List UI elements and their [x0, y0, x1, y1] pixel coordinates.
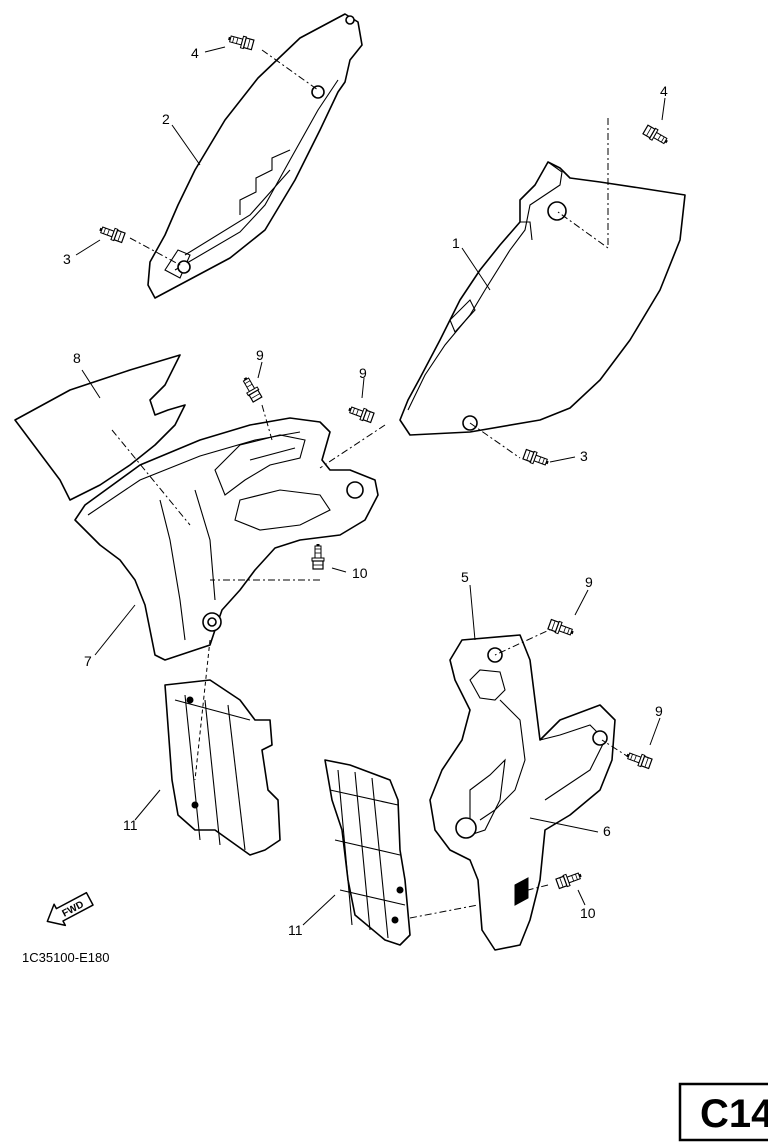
callout-11-left: 11 [123, 817, 138, 833]
bolt-4-right [640, 122, 672, 149]
bolt-9-d [623, 748, 654, 771]
shroud-left [74, 417, 379, 661]
callout-10-right: 10 [580, 905, 596, 921]
callout-1: 1 [452, 235, 460, 251]
diagram-code: 1C35100-E180 [22, 950, 109, 965]
callout-4-left: 4 [191, 45, 199, 61]
callout-2: 2 [162, 111, 170, 127]
callout-9-c: 9 [585, 574, 593, 590]
bolt-4-left [225, 31, 256, 53]
shroud-left-graphic [14, 354, 186, 501]
bolt-3-right [521, 447, 552, 470]
page-id: C14 [700, 1092, 768, 1136]
callout-9-b: 9 [359, 365, 367, 381]
callout-8: 8 [73, 350, 81, 366]
assembly-lines [111, 49, 631, 919]
callout-3-left: 3 [63, 251, 71, 267]
bolt-3-left [96, 222, 127, 245]
radiator-guard-left [164, 679, 281, 856]
callout-11-right: 11 [288, 922, 303, 938]
shroud-right [429, 634, 616, 951]
bolt-10-right [554, 868, 585, 891]
side-cover-right [399, 161, 686, 436]
leader-lines [75, 46, 666, 926]
radiator-guard-right [324, 759, 411, 946]
bolt-9-b [345, 402, 376, 425]
callout-3-right: 3 [580, 448, 588, 464]
callout-9-d: 9 [655, 703, 663, 719]
bolt-10-left [310, 542, 326, 571]
fwd-label: FWD [60, 899, 85, 919]
callout-4-right: 4 [660, 83, 668, 99]
side-cover-left [147, 13, 363, 299]
bolt-9-a [238, 373, 265, 405]
fwd-arrow-icon: FWD [46, 891, 94, 927]
page-id-box: C14 [678, 1082, 768, 1142]
callout-5: 5 [461, 569, 469, 585]
callout-7: 7 [84, 653, 92, 669]
callout-9-a: 9 [256, 347, 264, 363]
bolt-9-c [546, 617, 577, 640]
callout-10-left: 10 [352, 565, 368, 581]
callout-6: 6 [603, 823, 611, 839]
